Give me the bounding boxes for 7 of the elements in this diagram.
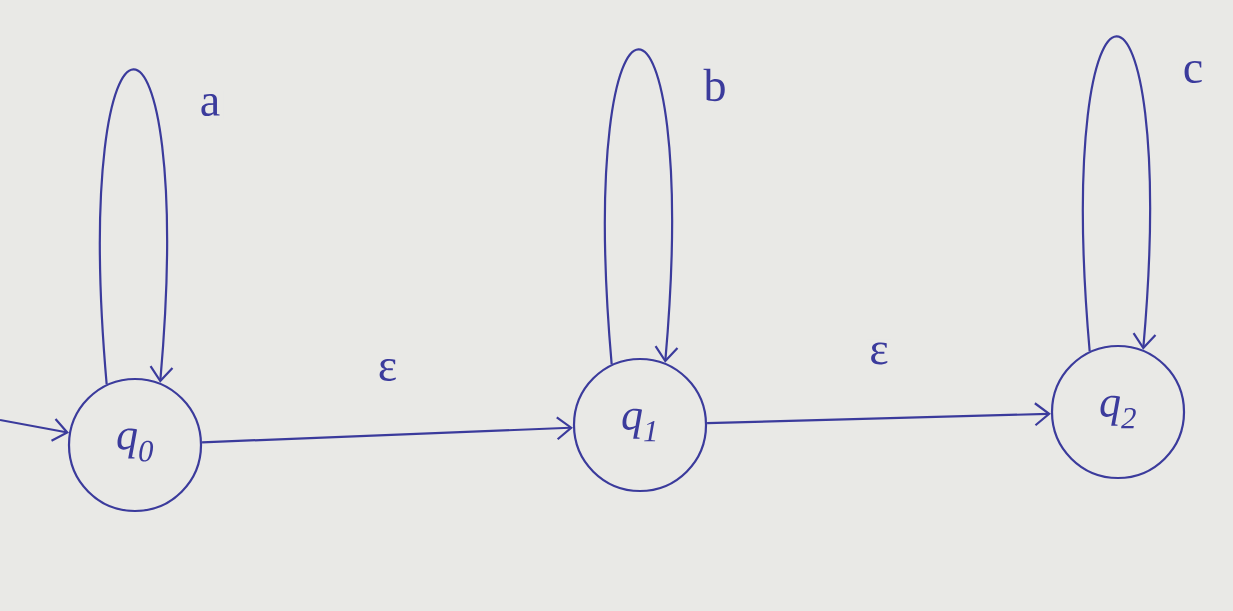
transition-arrow [707,402,1051,427]
transition-arrow [202,416,573,444]
start-arrow [0,418,70,442]
edge-label: ε [866,339,892,368]
self-loop-arrow [99,69,174,385]
self-loop-arrow [1082,36,1157,352]
self-loop-arrow [604,49,679,365]
